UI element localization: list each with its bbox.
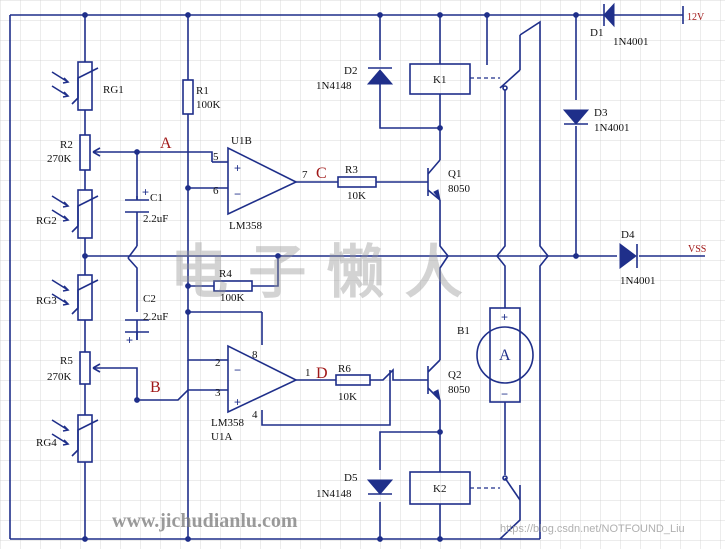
label-r6-value: 10K — [338, 391, 357, 403]
label-d2-part: 1N4148 — [316, 80, 352, 92]
diode-d4 — [619, 243, 638, 269]
u1b-plus-mark: + — [234, 161, 241, 175]
label-rg4: RG4 — [36, 437, 57, 449]
transistor-q1 — [427, 159, 441, 201]
photoresistor-rg4 — [51, 414, 99, 463]
pin-u1b-7: 7 — [302, 169, 308, 181]
c1-plus-mark: + — [142, 185, 149, 199]
u1a-plus-mark: + — [234, 395, 241, 409]
pin-u1b-5: 5 — [213, 151, 219, 163]
motor-b1 — [476, 307, 534, 403]
potentiometer-r5 — [79, 351, 101, 385]
pin-u1a-8: 8 — [252, 349, 258, 361]
pin-u1b-6: 6 — [213, 185, 219, 197]
opamp-u1a — [227, 344, 298, 414]
label-u1b-part: LM358 — [229, 220, 263, 232]
label-r4-value: 100K — [220, 292, 245, 304]
node-label-d: D — [316, 365, 328, 382]
label-c1: C1 — [150, 192, 163, 204]
diode-d3 — [562, 109, 590, 125]
label-d4-part: 1N4001 — [620, 275, 655, 287]
label-q1: Q1 — [448, 168, 461, 180]
node-label-b: B — [150, 379, 161, 396]
label-d5: D5 — [344, 472, 358, 484]
watermark-chinese: 电 子 懒 人 — [170, 238, 463, 306]
u1a-minus-mark: − — [234, 363, 241, 377]
photoresistor-rg2 — [51, 189, 99, 239]
label-b1: B1 — [457, 325, 470, 337]
relay-coil-k1 — [409, 63, 471, 95]
label-r4: R4 — [219, 268, 232, 280]
label-u1a: U1A — [211, 431, 232, 443]
label-c2: C2 — [143, 293, 156, 305]
diode-d1 — [603, 2, 634, 28]
label-k2: K2 — [433, 483, 446, 495]
pin-u1a-2: 2 — [215, 357, 221, 369]
photoresistor-rg3 — [51, 274, 99, 321]
label-r5-value: 270K — [47, 371, 72, 383]
capacitor-c1 — [125, 196, 149, 213]
label-r1-value: 100K — [196, 99, 221, 111]
pin-u1a-1: 1 — [305, 367, 311, 379]
diode-d2 — [366, 67, 394, 92]
capacitor-c2 — [125, 319, 149, 340]
label-u1b: U1B — [231, 135, 252, 147]
label-c1-value: 2.2uF — [143, 213, 168, 225]
label-r2: R2 — [60, 139, 73, 151]
label-d3-part: 1N4001 — [594, 122, 629, 134]
label-12v: 12V — [687, 12, 705, 23]
label-c2-value: 2.2uF — [143, 311, 168, 323]
label-r1: R1 — [196, 85, 209, 97]
label-u1a-part: LM358 — [211, 417, 245, 429]
label-k1: K1 — [433, 74, 446, 86]
watermark-blog: https://blog.csdn.net/NOTFOUND_Liu — [500, 523, 685, 535]
label-motor: A — [499, 347, 511, 364]
potentiometer-r2 — [79, 134, 101, 171]
c2-plus-mark: + — [126, 333, 133, 347]
motor-minus-mark: − — [501, 387, 508, 401]
diode-d5 — [366, 479, 394, 495]
label-d2: D2 — [344, 65, 357, 77]
watermark-url: www.jichudianlu.com — [112, 510, 298, 532]
label-vss: VSS — [688, 244, 706, 255]
resistor-r6 — [335, 374, 371, 386]
label-rg3: RG3 — [36, 295, 57, 307]
pin-u1a-3: 3 — [215, 387, 221, 399]
label-q2-part: 8050 — [448, 384, 471, 396]
motor-plus-mark: + — [501, 310, 508, 324]
label-r5: R5 — [60, 355, 73, 367]
transistor-q2 — [427, 359, 441, 401]
resistor-r3 — [337, 176, 377, 188]
label-r2-value: 270K — [47, 153, 72, 165]
opamp-u1b — [227, 146, 298, 216]
pin-u1a-4: 4 — [252, 409, 258, 421]
relay-contact-k1 — [470, 69, 521, 91]
label-rg2: RG2 — [36, 215, 57, 227]
label-d4: D4 — [621, 229, 635, 241]
node-label-a: A — [160, 135, 172, 152]
photoresistor-rg1 — [51, 61, 99, 111]
label-d1: D1 — [590, 27, 603, 39]
label-d1-part: 1N4001 — [613, 36, 648, 48]
u1b-minus-mark: − — [234, 187, 241, 201]
relay-contact-k2 — [470, 475, 521, 501]
label-r6: R6 — [338, 363, 351, 375]
label-r3: R3 — [345, 164, 358, 176]
label-d5-part: 1N4148 — [316, 488, 352, 500]
label-q1-part: 8050 — [448, 183, 471, 195]
resistor-r1 — [182, 79, 194, 115]
label-q2: Q2 — [448, 369, 461, 381]
label-rg1: RG1 — [103, 84, 124, 96]
junction-dots — [82, 12, 579, 542]
label-d3: D3 — [594, 107, 608, 119]
resistor-r4 — [213, 280, 253, 292]
label-r3-value: 10K — [347, 190, 366, 202]
node-label-c: C — [316, 165, 327, 182]
